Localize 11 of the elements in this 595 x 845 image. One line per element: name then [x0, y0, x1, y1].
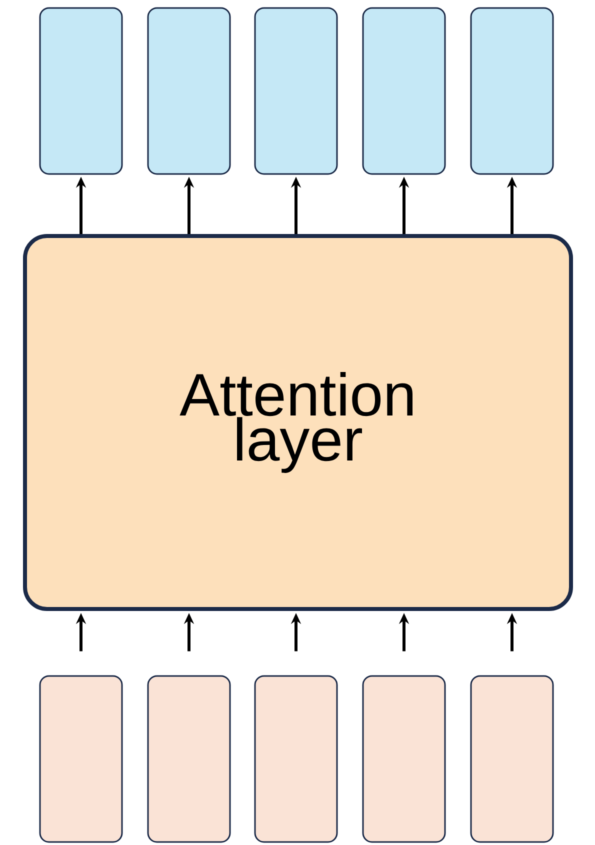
token-box [39, 675, 123, 843]
token-box [147, 675, 231, 843]
attention-layer-box: Attention layer [23, 234, 573, 611]
token-box [470, 675, 554, 843]
token-box [362, 7, 446, 175]
token-box [362, 675, 446, 843]
token-box [254, 7, 338, 175]
token-box [470, 7, 554, 175]
token-box [147, 7, 231, 175]
token-box [254, 675, 338, 843]
token-box [39, 7, 123, 175]
